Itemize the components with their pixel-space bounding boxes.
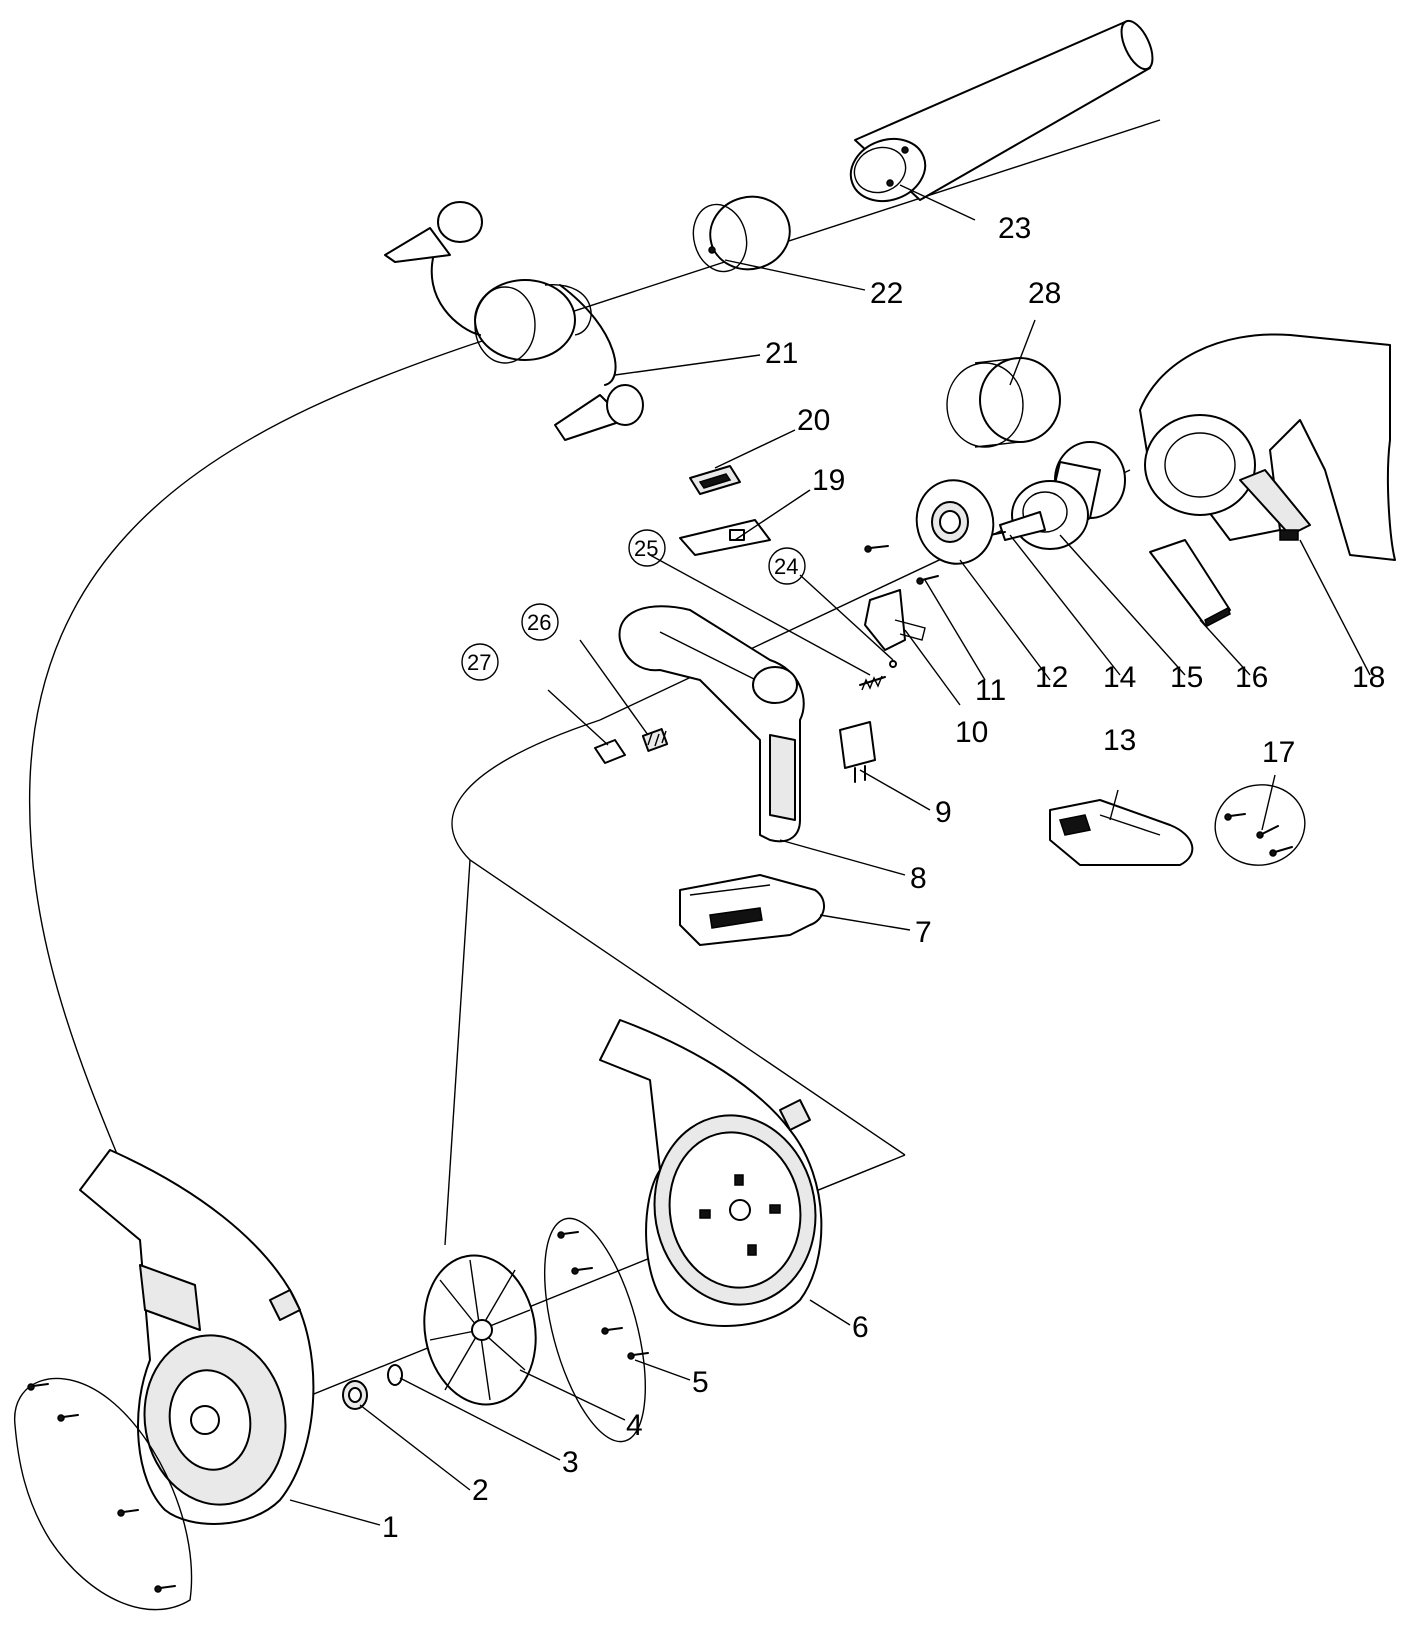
label-circles: [461, 529, 806, 681]
part-8-handle: [618, 605, 805, 843]
part-1-housing-outer: [79, 1149, 315, 1525]
label-16: 16: [1235, 661, 1268, 694]
label-23: 23: [998, 212, 1031, 245]
label-5: 5: [692, 1366, 709, 1399]
label-2: 2: [472, 1474, 489, 1507]
label-7: 7: [915, 916, 932, 949]
label-14: 14: [1103, 661, 1136, 694]
part-18-motor-housing: [1139, 333, 1396, 561]
label-1: 1: [382, 1511, 399, 1544]
label-circle-26: [521, 603, 559, 641]
part-26-spring: [641, 728, 669, 752]
label-4: 4: [626, 1409, 643, 1442]
part-19-switch-plate: [679, 519, 771, 556]
label-24: 24: [774, 554, 798, 579]
leader-lines: [289, 184, 1371, 1526]
label-21: 21: [765, 337, 798, 370]
part-13-terminal: [1049, 799, 1194, 866]
label-19: 19: [812, 464, 845, 497]
label-20: 20: [797, 404, 830, 437]
label-circle-24: [768, 547, 806, 585]
label-18: 18: [1352, 661, 1385, 694]
part-24-ball: [889, 660, 897, 668]
part-9-switch: [839, 721, 876, 783]
label-circle-25: [628, 529, 666, 567]
label-28: 28: [1028, 277, 1061, 310]
part-10-trigger: [864, 589, 926, 651]
label-12: 12: [1035, 661, 1068, 694]
label-6: 6: [852, 1311, 869, 1344]
part-16-pad: [1149, 539, 1231, 628]
label-17: 17: [1262, 736, 1295, 769]
label-15: 15: [1170, 661, 1203, 694]
part-22-ring: [692, 195, 791, 273]
part-23-nozzle-tube: [849, 19, 1154, 203]
label-26: 26: [527, 610, 551, 635]
part-11-screws: [864, 545, 939, 585]
part-5-screws-group: [543, 1217, 649, 1443]
part-labels: 1 2 3 4 5 6 7 8 9 10 11 12 13 14 15 16 1…: [382, 212, 1385, 1544]
part-3-washer: [387, 1364, 403, 1386]
part-15-motor: [1011, 441, 1126, 550]
part-2-nut: [342, 1380, 368, 1410]
part-25-spring: [859, 675, 886, 691]
part-20-switch-cap: [689, 465, 741, 495]
part-4-fan: [423, 1254, 537, 1406]
label-25: 25: [634, 536, 658, 561]
part-27-block: [594, 739, 626, 764]
part-7-battery-adapter: [679, 874, 825, 946]
label-13: 13: [1103, 724, 1136, 757]
label-11: 11: [975, 674, 1006, 707]
label-8: 8: [910, 862, 927, 895]
part-1-screws-group: [14, 1377, 193, 1611]
label-3: 3: [562, 1446, 579, 1479]
label-22: 22: [870, 277, 903, 310]
part-12-motor-plate: [915, 479, 995, 565]
label-10: 10: [955, 716, 988, 749]
part-28-sleeve: [946, 357, 1061, 448]
part-6-housing-inner: [599, 1019, 823, 1327]
label-circle-27: [461, 643, 499, 681]
part-17-screws-group: [1214, 784, 1306, 866]
part-21-accessory-nozzles: [384, 201, 644, 441]
label-9: 9: [935, 796, 952, 829]
label-27: 27: [467, 650, 491, 675]
